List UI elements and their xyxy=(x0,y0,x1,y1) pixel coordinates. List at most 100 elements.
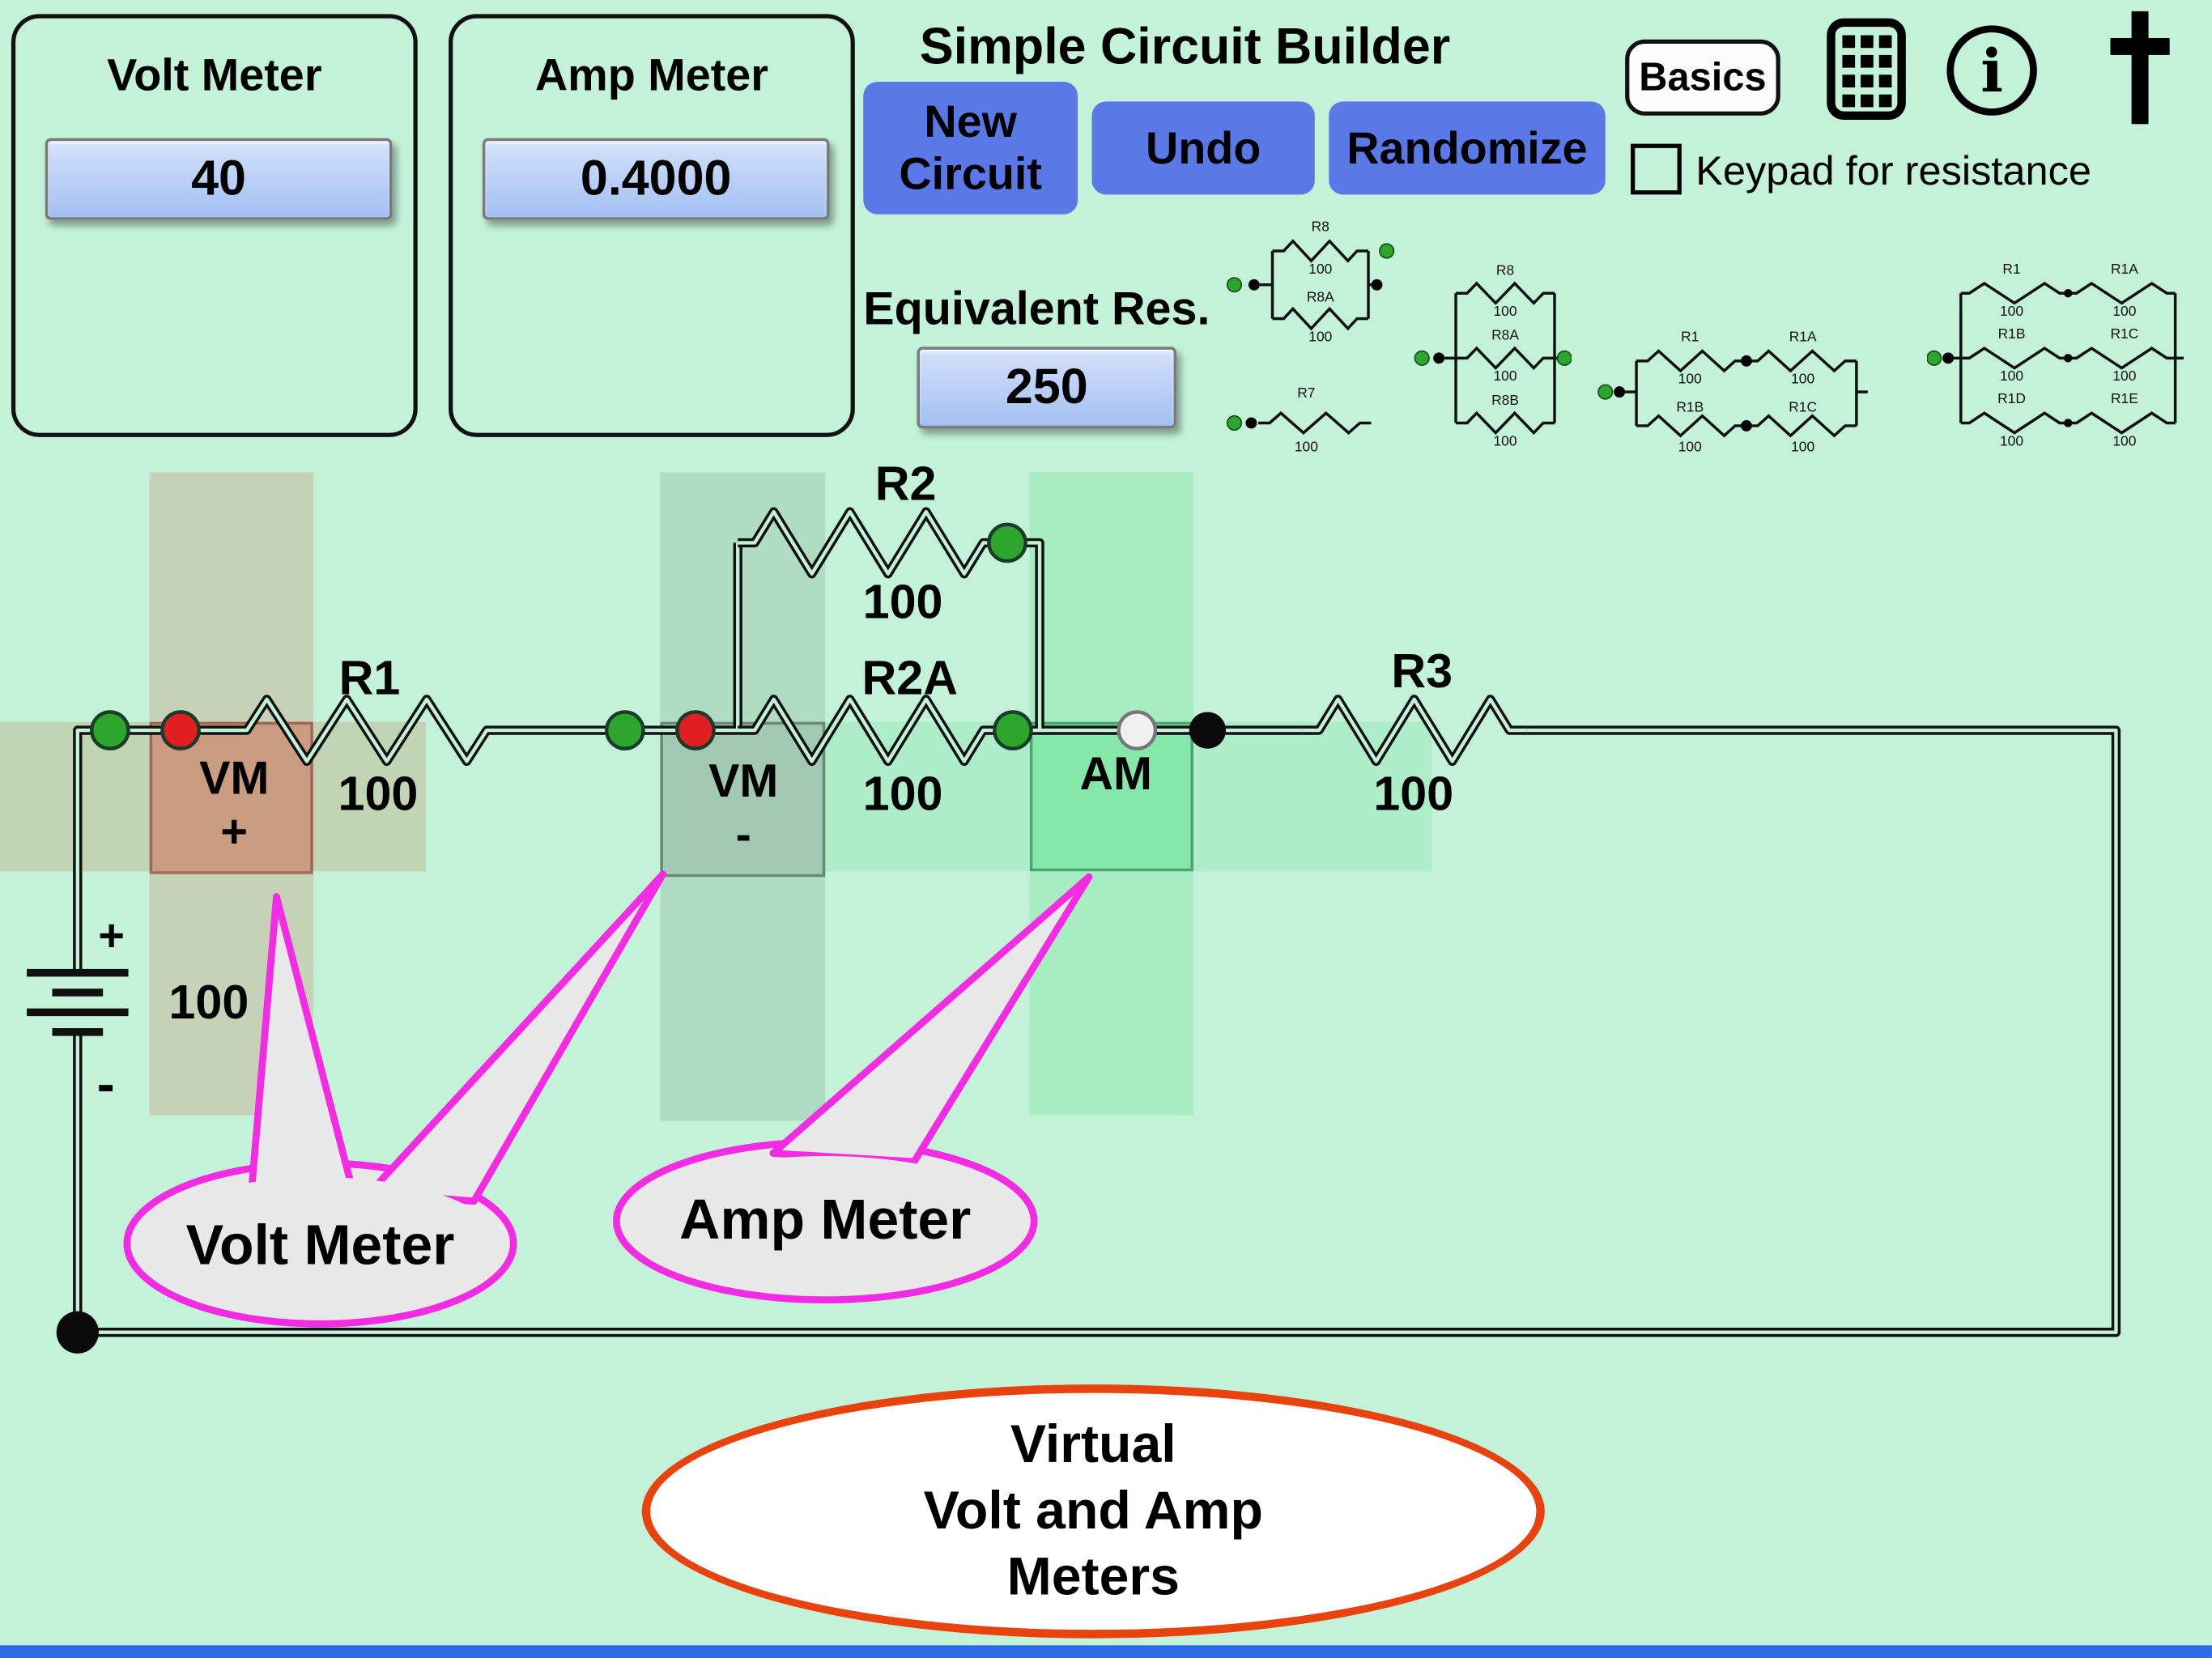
virtual-meters-banner: Virtual Volt and Amp Meters xyxy=(641,1384,1545,1639)
node-am-probe[interactable] xyxy=(1117,710,1158,750)
svg-text:100: 100 xyxy=(1791,371,1814,387)
r3-name-label: R3 xyxy=(1391,644,1453,699)
svg-text:R1: R1 xyxy=(2002,261,2020,277)
terminal-dot xyxy=(1926,350,1942,366)
node-green-1[interactable] xyxy=(90,710,130,750)
node-dot xyxy=(1245,417,1257,429)
node-dot xyxy=(2063,419,2073,427)
basics-button[interactable]: Basics xyxy=(1625,39,1780,116)
node-green-r2[interactable] xyxy=(987,522,1027,563)
am-label: AM xyxy=(1079,746,1152,800)
node-green-2[interactable] xyxy=(605,710,645,750)
undo-button[interactable]: Undo xyxy=(1091,101,1315,195)
node-dot xyxy=(1248,278,1260,291)
terminal-dot xyxy=(1597,384,1614,400)
node-vm-minus-probe[interactable] xyxy=(675,710,716,750)
vm-minus-label: VM - xyxy=(708,755,778,861)
volt-meter-panel: Volt Meter 40 xyxy=(11,14,418,437)
node-dot xyxy=(2063,289,2073,298)
svg-text:100: 100 xyxy=(1678,438,1702,454)
r1-name-label: R1 xyxy=(338,652,401,706)
randomize-button[interactable]: Randomize xyxy=(1329,101,1606,195)
info-icon[interactable]: i xyxy=(1946,25,2037,116)
resistor-r1[interactable] xyxy=(229,695,504,767)
battery-value-label: 100 xyxy=(168,976,249,1031)
circuit-option-single[interactable]: R7 100 xyxy=(1224,375,1397,464)
terminal-dot xyxy=(1414,350,1430,366)
svg-text:R1A: R1A xyxy=(1789,328,1817,344)
node-dot xyxy=(1942,352,1955,364)
svg-text:100: 100 xyxy=(1308,328,1332,344)
terminal-dot xyxy=(1379,243,1395,259)
svg-text:R8A: R8A xyxy=(1491,327,1519,343)
page-title: Simple Circuit Builder xyxy=(919,16,1451,75)
svg-text:R7: R7 xyxy=(1297,385,1315,401)
highlight-band-am xyxy=(1029,472,1193,1116)
node-dot xyxy=(1371,278,1383,291)
battery-plus-label: + xyxy=(98,910,125,961)
vm-plus-line1: VM xyxy=(199,751,270,804)
circuit-option-parallel-2[interactable]: R8 100 R8A 100 xyxy=(1224,209,1397,363)
vm-minus-line1: VM xyxy=(708,754,779,807)
circuit-option-series-parallel-4[interactable]: R1 100 R1A 100 R1B 100 R1C 100 xyxy=(1597,313,1886,464)
probe-box-am[interactable] xyxy=(1029,721,1193,872)
node-vm-plus-probe[interactable] xyxy=(160,710,201,750)
svg-text:R1A: R1A xyxy=(2111,261,2138,277)
amp-meter-callout-text: Amp Meter xyxy=(679,1188,972,1252)
svg-text:100: 100 xyxy=(2112,303,2136,319)
bottom-strip xyxy=(0,1645,2212,1658)
node-black-bottom[interactable] xyxy=(56,1311,99,1354)
svg-text:100: 100 xyxy=(1791,438,1814,454)
circuit-option-parallel-3[interactable]: R8 100 R8A 100 R8B 100 xyxy=(1414,251,1572,470)
highlight-band-vm-minus xyxy=(660,472,826,1121)
svg-text:R8: R8 xyxy=(1312,219,1329,235)
svg-text:100: 100 xyxy=(1678,371,1702,387)
svg-text:100: 100 xyxy=(2000,368,2023,384)
node-dot xyxy=(2063,354,2073,363)
vm-minus-line2: - xyxy=(735,807,751,861)
highlight-band-horizontal-left xyxy=(0,721,427,872)
equivalent-resistance-label: Equivalent Res. xyxy=(863,282,1210,334)
svg-text:R1D: R1D xyxy=(1997,390,2026,406)
node-dot xyxy=(1614,386,1626,398)
r1-value-label: 100 xyxy=(338,767,419,822)
resistor-r3[interactable] xyxy=(1302,695,1527,767)
svg-text:R1C: R1C xyxy=(2110,325,2138,342)
r2a-value-label: 100 xyxy=(862,767,943,822)
new-circuit-button[interactable]: New Circuit xyxy=(863,82,1078,215)
svg-text:R1C: R1C xyxy=(1789,399,1817,415)
svg-text:R8A: R8A xyxy=(1307,289,1334,305)
cross-icon[interactable] xyxy=(2105,8,2176,134)
amp-meter-value: 0.4000 xyxy=(580,151,732,206)
node-dot xyxy=(1740,355,1752,367)
node-dot xyxy=(1433,352,1445,364)
amp-meter-display: 0.4000 xyxy=(482,138,830,220)
svg-text:R8: R8 xyxy=(1496,262,1514,278)
volt-meter-value: 40 xyxy=(191,151,246,206)
vm-plus-label: VM + xyxy=(199,751,269,858)
r3-value-label: 100 xyxy=(1373,767,1454,822)
amp-meter-callout xyxy=(613,873,1093,1304)
svg-text:100: 100 xyxy=(1494,303,1517,319)
keypad-checkbox[interactable] xyxy=(1631,143,1682,195)
volt-meter-display: 40 xyxy=(45,138,393,220)
banner-line-2: Volt and Amp xyxy=(923,1481,1263,1541)
banner-line-3: Meters xyxy=(1006,1547,1180,1607)
battery-minus-label: - xyxy=(96,1055,115,1115)
svg-text:100: 100 xyxy=(2112,432,2136,449)
volt-meter-callout xyxy=(123,870,667,1328)
resistor-r2a[interactable] xyxy=(738,695,1001,767)
keypad-calculator-icon[interactable] xyxy=(1826,17,1908,129)
terminal-dot xyxy=(1226,277,1243,293)
svg-text:100: 100 xyxy=(1308,261,1332,277)
node-black-1[interactable] xyxy=(1189,712,1227,749)
circuit-option-network-6[interactable]: R1 100 R1A 100 R1B 100 R1C 100 R1D 100 R… xyxy=(1926,251,2188,470)
svg-text:R8B: R8B xyxy=(1491,392,1519,408)
resistor-r2[interactable] xyxy=(738,507,1001,579)
svg-text:R1E: R1E xyxy=(2111,390,2138,406)
vm-plus-line2: + xyxy=(220,805,249,857)
battery[interactable] xyxy=(27,968,129,1036)
node-green-3[interactable] xyxy=(993,710,1033,750)
node-dot xyxy=(1740,419,1752,432)
